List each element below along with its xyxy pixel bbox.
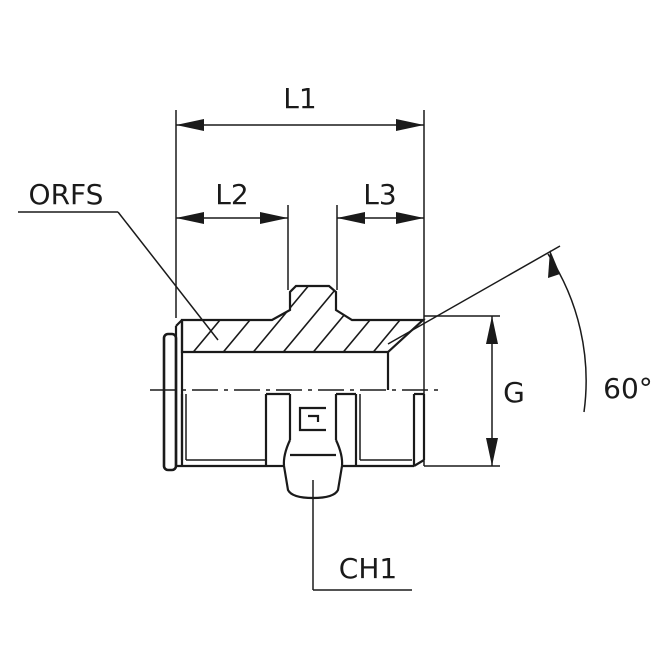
- hex-callout: CH1: [312, 480, 412, 591]
- dimension-g: G: [486, 316, 525, 466]
- label-l2: L2: [215, 178, 248, 211]
- dimension-l1: L1: [176, 82, 424, 131]
- label-l1: L1: [283, 82, 316, 115]
- o-ring: [162, 326, 178, 472]
- label-orfs: ORFS: [29, 178, 104, 211]
- label-ch1: CH1: [339, 552, 397, 585]
- fitting-lower-view: [176, 392, 426, 500]
- dimension-l3: L3: [337, 178, 424, 224]
- label-cone-angle: 60°: [603, 372, 653, 405]
- orfs-callout: ORFS: [18, 178, 219, 341]
- brand-mark-icon: [298, 406, 326, 432]
- extension-lines: [175, 110, 500, 467]
- label-l3: L3: [363, 178, 396, 211]
- dimension-l2: L2: [176, 178, 288, 224]
- cone-angle-annotation: 60°: [387, 245, 653, 413]
- label-g: G: [503, 376, 525, 409]
